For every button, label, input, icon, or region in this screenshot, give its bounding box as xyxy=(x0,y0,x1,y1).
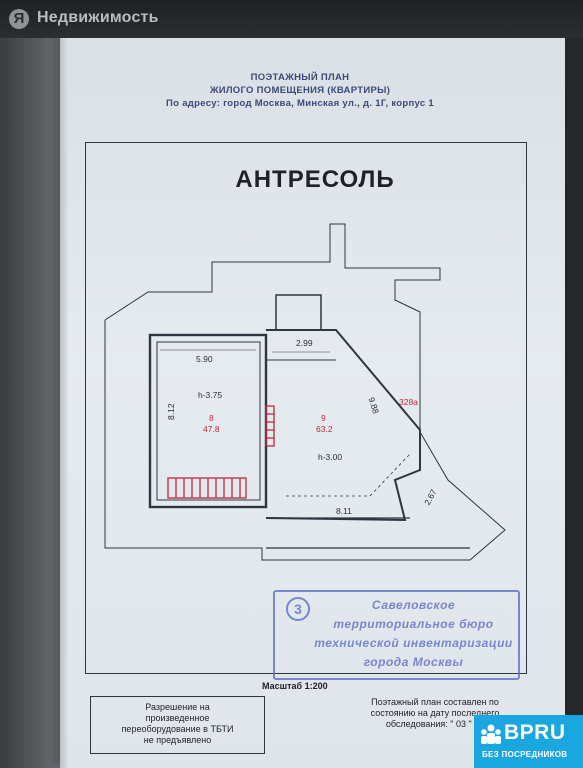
stamp-line: города Москвы xyxy=(363,655,464,669)
dim-room9-bottom: 8.11 xyxy=(336,506,352,516)
room9-walls xyxy=(265,329,421,522)
survey-note: Поэтажный план составлен по состоянию на… xyxy=(350,697,520,730)
permit-box: Разрешение на произведенное переоборудов… xyxy=(90,696,265,754)
app-bar: Я Недвижимость xyxy=(0,0,583,38)
plan-frame xyxy=(85,142,527,674)
badge-subtitle: БЕЗ ПОСРЕДНИКОВ xyxy=(482,750,568,759)
room8-number: 8 xyxy=(209,413,214,423)
note-line: Поэтажный план составлен по xyxy=(371,697,499,707)
stamp-line: технической инвентаризации xyxy=(314,636,513,650)
app-title[interactable]: Недвижимость xyxy=(37,9,159,26)
permit-line: произведенное xyxy=(145,713,210,723)
stairwell xyxy=(275,294,322,331)
room8-area: 47.8 xyxy=(203,424,220,434)
people-icon xyxy=(481,724,501,744)
bpru-badge[interactable]: BPRU БЕЗ ПОСРЕДНИКОВ xyxy=(474,715,583,768)
dim-room8-side: 8.12 xyxy=(166,403,176,420)
stamp-line: территориальное бюро xyxy=(333,617,494,631)
dim-room9-top: 2.99 xyxy=(296,338,313,348)
plan-title: АНТРЕСОЛЬ xyxy=(235,166,395,193)
sheet-edge xyxy=(60,26,68,768)
doc-address: По адресу: город Москва, Минская ул., д.… xyxy=(166,98,434,109)
desk-background xyxy=(0,0,70,768)
dim-room8-width: 5.90 xyxy=(196,354,213,364)
door-mark xyxy=(265,405,275,447)
stair-mark xyxy=(167,477,247,499)
doc-title-line2: ЖИЛОГО ПОМЕЩЕНИЯ (КВАРТИРЫ) xyxy=(209,85,391,96)
badge-title: BPRU xyxy=(504,721,566,744)
note-line: состоянию на дату последнего xyxy=(370,708,500,718)
room9-area: 63.2 xyxy=(316,424,333,434)
doc-title-line1: ПОЭТАЖНЫЙ ПЛАН xyxy=(250,72,350,83)
building-outline xyxy=(104,223,506,561)
permit-line: Разрешение на xyxy=(145,702,210,712)
document-sheet xyxy=(60,26,565,768)
scale-label: Масштаб 1:200 xyxy=(262,681,328,691)
stamp-number: 3 xyxy=(286,597,310,621)
dashed-line xyxy=(286,453,411,497)
yandex-logo-icon[interactable]: Я xyxy=(9,9,29,29)
room8-ceiling: h-3.75 xyxy=(198,390,223,400)
note-line: обследования: " 03 " но xyxy=(385,719,485,729)
room8-inner xyxy=(156,341,261,501)
permit-line: переоборудование в ТБТИ xyxy=(121,724,234,734)
outer-area-code: 328а xyxy=(399,397,418,407)
permit-line: не предъявлено xyxy=(143,735,212,745)
bti-stamp: 3 Савеловское территориальное бюро техни… xyxy=(273,590,520,680)
room9-ceiling: h-3.00 xyxy=(318,452,343,462)
stamp-line: Савеловское xyxy=(371,598,456,612)
room9-number: 9 xyxy=(321,413,326,423)
